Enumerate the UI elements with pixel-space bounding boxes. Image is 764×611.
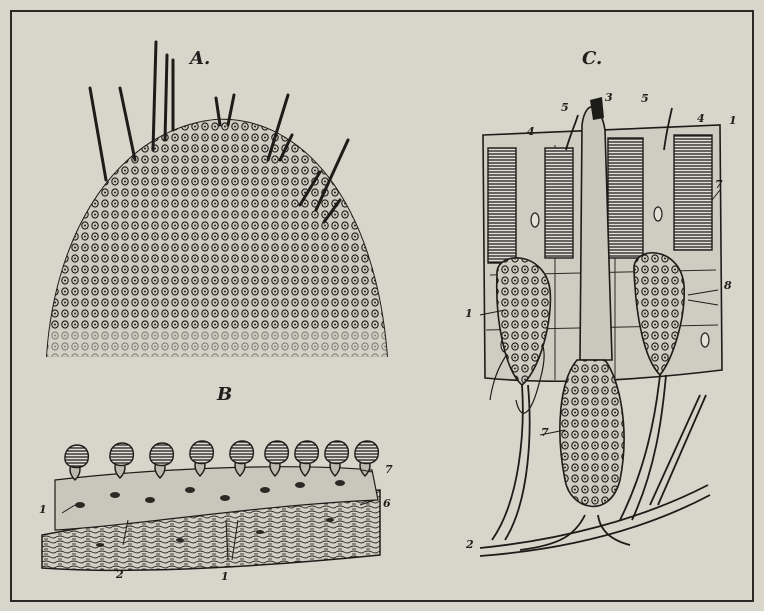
label-c-8: 8: [724, 279, 732, 292]
label-b-7: 7: [385, 463, 393, 476]
label-c-5-right: 5: [641, 92, 649, 105]
label-c-2: 2: [466, 538, 474, 551]
panel-b-drawing: [42, 441, 380, 570]
label-c-4-right: 4: [697, 112, 705, 125]
label-c-5-left: 5: [561, 101, 569, 114]
label-c-7-right: 7: [715, 178, 723, 191]
panel-c-drawing: [480, 97, 722, 556]
panel-label-c: C.: [582, 48, 602, 69]
label-c-1-top: 1: [729, 114, 737, 127]
label-c-3: 3: [605, 91, 613, 104]
panel-label-a: A.: [190, 48, 210, 69]
panel-label-b: B: [217, 384, 232, 405]
label-c-4-left: 4: [527, 125, 535, 138]
label-b-2: 2: [116, 568, 124, 581]
label-b-1-bottom: 1: [221, 570, 229, 583]
panel-a-drawing: [40, 42, 400, 360]
label-c-1-left: 1: [465, 307, 473, 320]
label-b-6: 6: [383, 497, 391, 510]
label-b-1-left: 1: [39, 503, 47, 516]
label-c-7-bottom: 7: [541, 426, 549, 439]
